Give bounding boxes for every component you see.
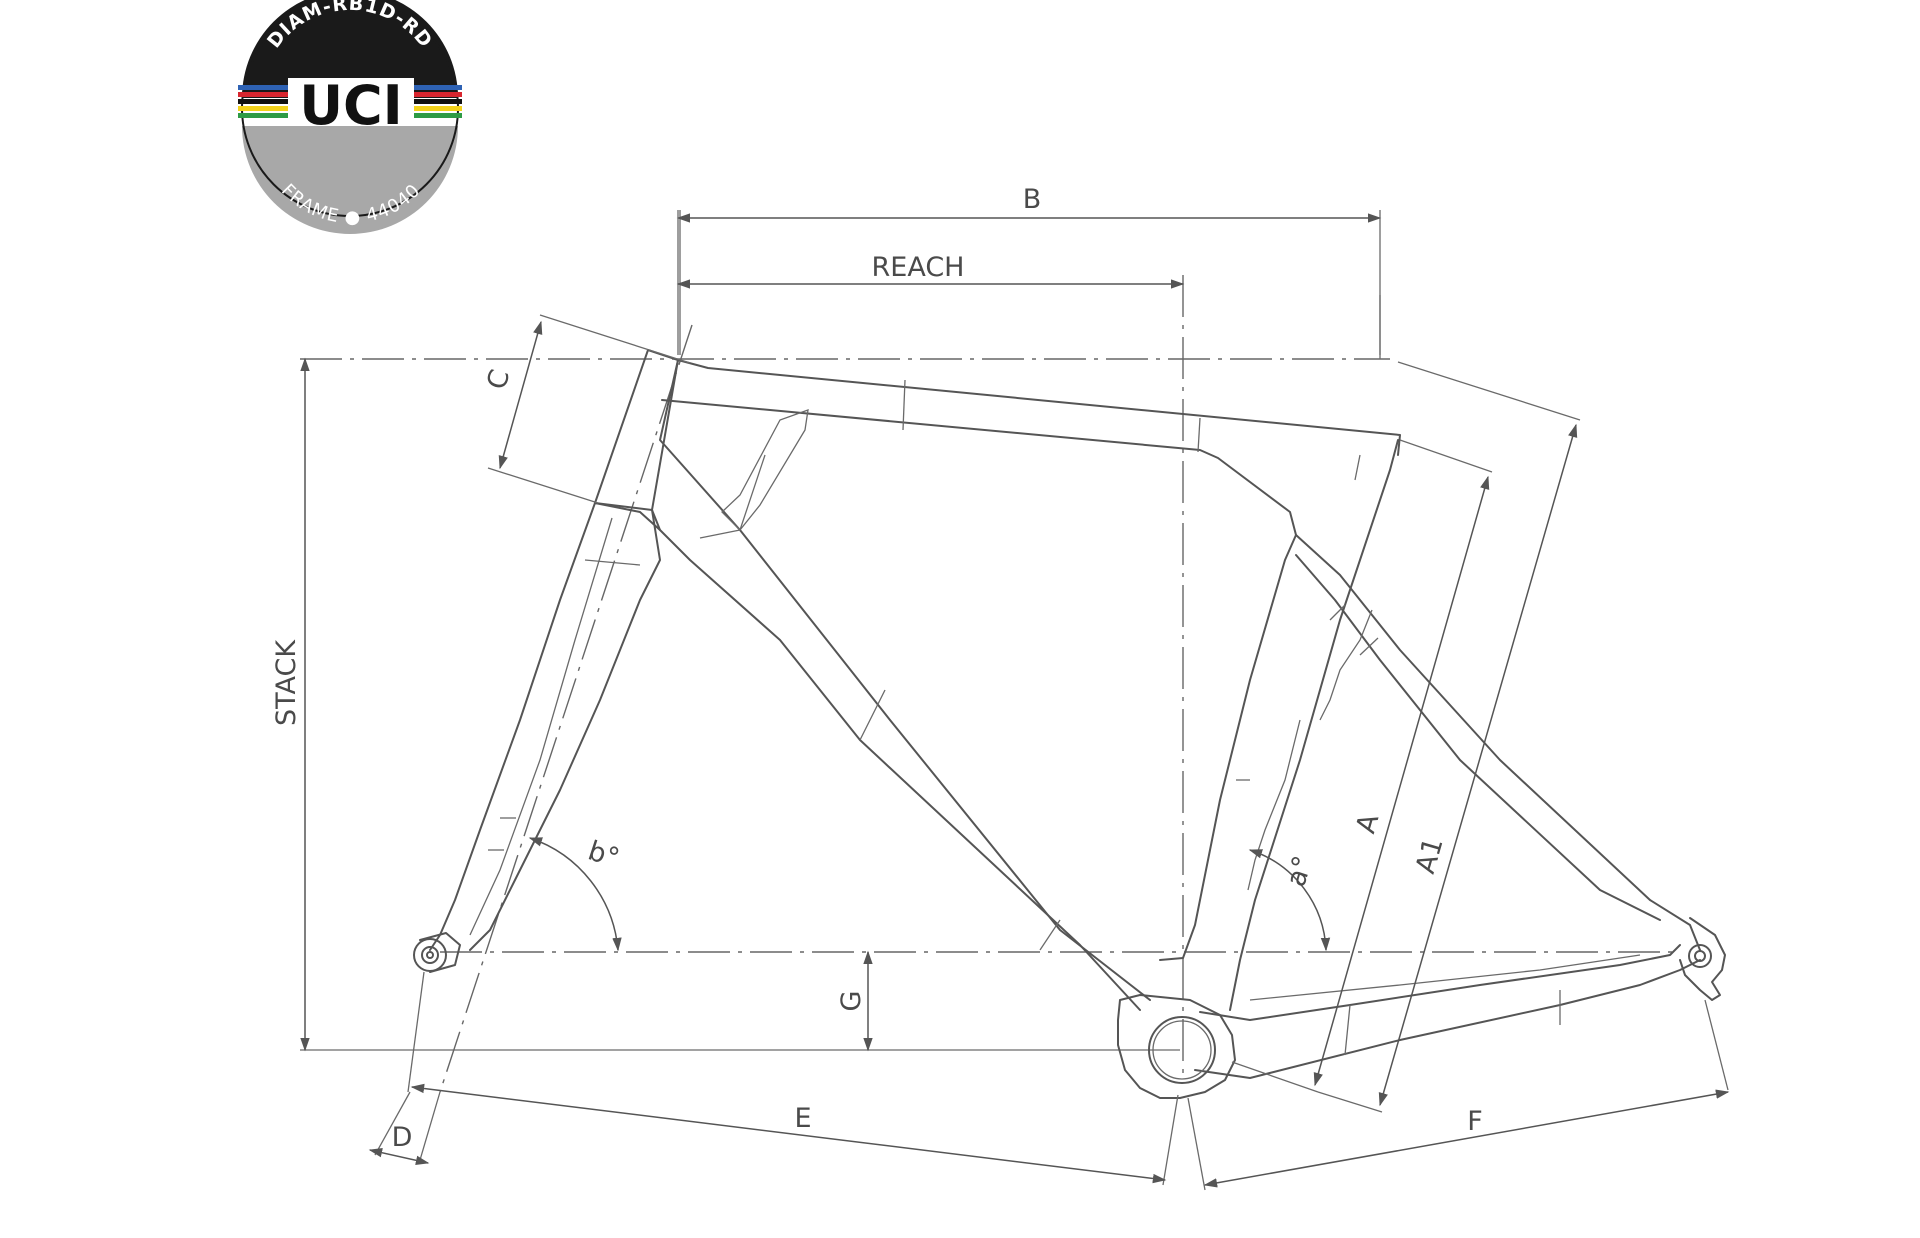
dim-e-line <box>410 1083 1167 1184</box>
bottom-bracket <box>1117 994 1236 1099</box>
fork <box>429 502 661 951</box>
dim-f-line <box>1203 1089 1730 1188</box>
uci-stripes-left <box>238 85 292 118</box>
bike-frame <box>413 349 1726 1099</box>
label-b: B <box>1023 184 1042 215</box>
dim-a-line <box>1313 475 1490 1087</box>
label-stack: STACK <box>271 639 302 726</box>
dim-c-line <box>498 320 543 470</box>
label-a1: A1 <box>1410 834 1450 877</box>
dimension-lines <box>300 210 1730 1191</box>
label-a: A <box>1350 810 1385 837</box>
dimension-labels: B REACH C STACK A A1 a° b° D E F G <box>271 184 1483 1153</box>
dim-angle-a-arc <box>1248 849 1331 952</box>
label-c: C <box>481 366 516 393</box>
seat-stay <box>1295 534 1701 951</box>
label-g: G <box>836 991 867 1012</box>
dim-angle-b-arc <box>528 837 622 952</box>
label-angle-a: a° <box>1281 852 1320 890</box>
uci-badge-logo: UCI DIAM-RB1D-RD FRAME ● 44040 <box>238 0 462 234</box>
badge-center-text: UCI <box>299 74 403 137</box>
head-tube <box>594 349 679 511</box>
label-f: F <box>1467 1106 1483 1137</box>
front-dropout <box>413 932 461 973</box>
reference-lines <box>300 210 1680 1093</box>
label-angle-b: b° <box>584 835 623 874</box>
label-e: E <box>794 1103 811 1134</box>
label-d: D <box>392 1122 413 1153</box>
seat-tube <box>1229 439 1399 1011</box>
top-tube <box>677 359 1401 456</box>
uci-stripes-right <box>410 85 462 118</box>
rear-dropout <box>1679 917 1726 1001</box>
label-reach: REACH <box>872 252 965 283</box>
dim-a1-line <box>1378 423 1578 1107</box>
chain-stay <box>1194 959 1701 1079</box>
